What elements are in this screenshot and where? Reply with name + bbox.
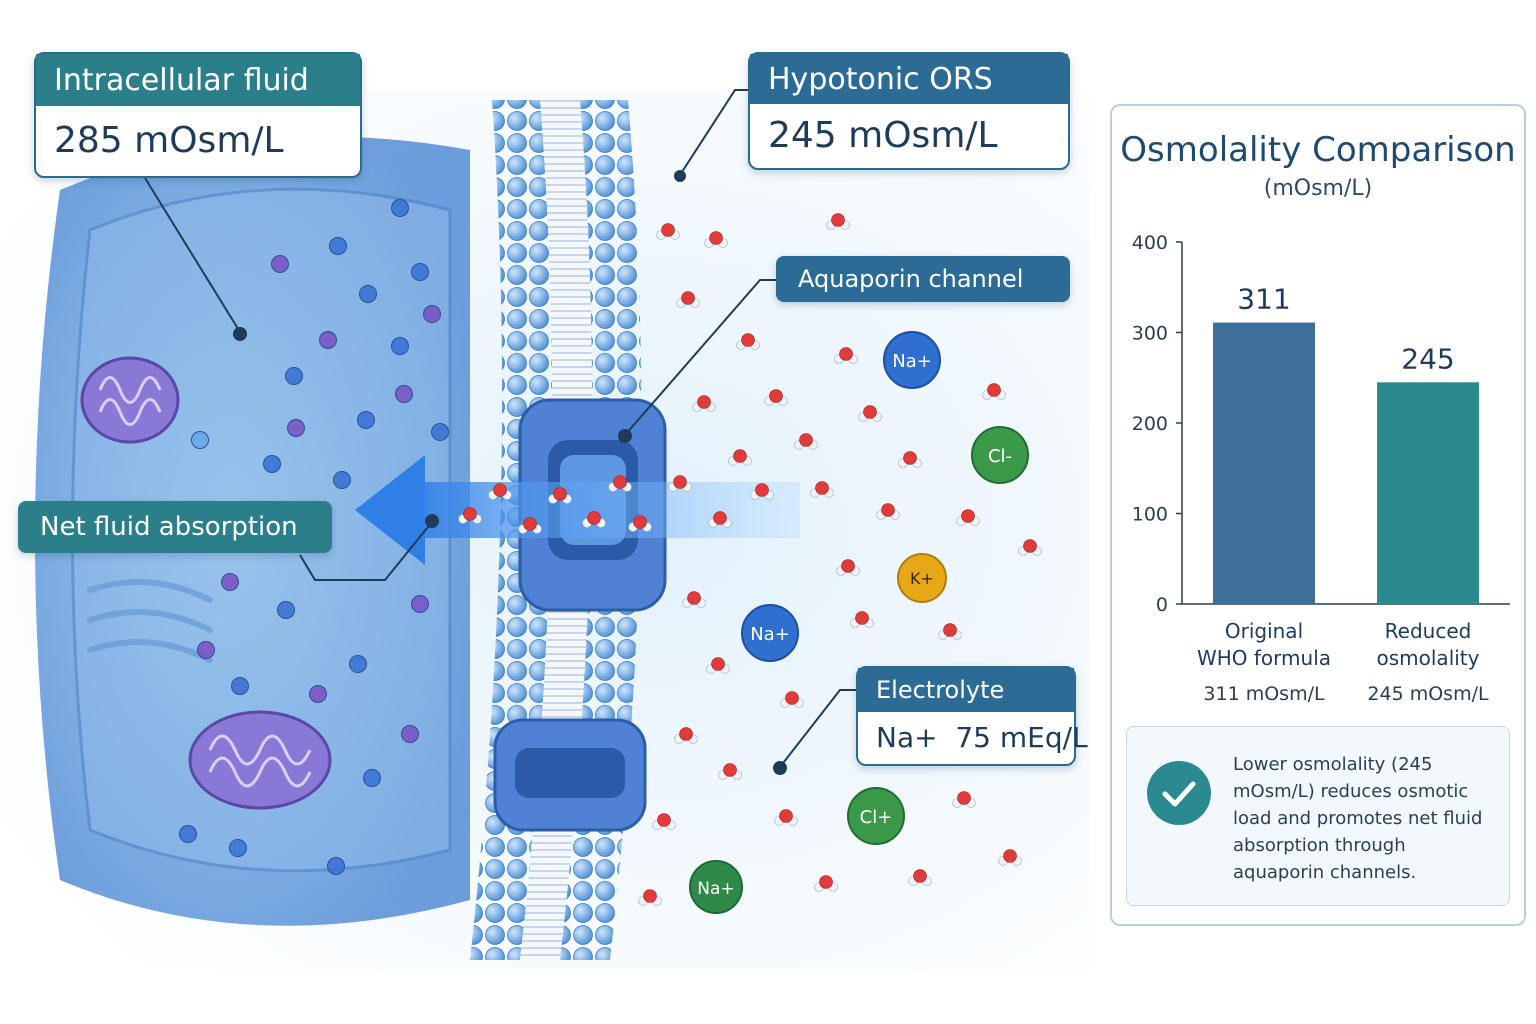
absorption-arrow	[355, 455, 800, 565]
ion-label: Na+	[750, 624, 790, 645]
ion-label: K+	[910, 569, 934, 588]
y-tick-label: 100	[1132, 504, 1168, 526]
ion-label: Na+	[892, 351, 932, 372]
endoplasmic-reticulum	[87, 579, 213, 663]
cell-membrane-illustration: Na+ Cl- K+ Na+ Cl+ Na+	[0, 89, 1090, 970]
ion-cl-2: Cl+	[847, 787, 905, 845]
ion-na-3: Na+	[689, 860, 743, 914]
check-icon	[1147, 761, 1211, 825]
ion-cl-1: Cl-	[971, 426, 1029, 484]
callout-value: 285 mOsm/L	[54, 119, 284, 161]
ion-na-1: Na+	[883, 331, 941, 389]
intracellular-fluid-callout: Intracellular fluid 285 mOsm/L	[34, 52, 362, 178]
hypotonic-ors-callout: Hypotonic ORS 245 mOsm/L	[748, 52, 1070, 170]
y-tick-label: 0	[1156, 594, 1168, 616]
summary-note-text: Lower osmolality (245 mOsm/L) reduces os…	[1233, 754, 1483, 883]
aquaporin-channel-label: Aquaporin channel	[776, 256, 1070, 302]
mitochondrion-upper	[80, 356, 180, 444]
y-tick-label: 300	[1132, 323, 1168, 345]
ion-label: Cl+	[860, 807, 893, 828]
bar-data-label: 245	[1401, 342, 1454, 375]
ion-label: Na+	[697, 879, 734, 899]
summary-note: Lower osmolality (245 mOsm/L) reduces os…	[1126, 726, 1510, 906]
category-note: 245 mOsm/L	[1367, 683, 1489, 705]
callout-value: Na+ 75 mEq/L	[876, 720, 1088, 754]
y-tick-label: 200	[1132, 413, 1168, 435]
aquaporin-channel-lower	[493, 718, 647, 832]
bar	[1213, 322, 1315, 604]
chart-title: Osmolality Comparison	[1120, 130, 1516, 170]
callout-label: Intracellular fluid	[36, 54, 360, 106]
callout-value: 245 mOsm/L	[768, 114, 998, 156]
category-label: Reduced	[1385, 619, 1472, 643]
category-note: 311 mOsm/L	[1203, 683, 1325, 705]
bar	[1377, 382, 1479, 604]
ion-na-2: Na+	[741, 604, 799, 662]
bar-data-label: 311	[1237, 283, 1290, 316]
electrolyte-callout: Electrolyte Na+ 75 mEq/L	[856, 666, 1088, 766]
leader-dots	[233, 170, 787, 775]
intracellular-solutes	[141, 199, 449, 875]
callout-label: Hypotonic ORS	[750, 54, 1068, 104]
category-label: osmolality	[1377, 646, 1480, 670]
callout-label: Electrolyte	[858, 668, 1074, 712]
ion-k-1: K+	[897, 553, 947, 603]
water-molecules	[458, 213, 1042, 906]
ion-label: Cl-	[988, 446, 1012, 467]
leader-lines	[144, 89, 856, 768]
osmolality-chart-panel: Osmolality Comparison (mOsm/L) 0 100 200 30…	[1110, 104, 1526, 926]
category-label: WHO formula	[1197, 646, 1331, 670]
net-fluid-absorption-label: Net fluid absorption	[18, 501, 332, 553]
chart-subtitle: (mOsm/L)	[1263, 176, 1373, 201]
mitochondrion-lower	[188, 710, 332, 810]
y-tick-label: 400	[1132, 232, 1168, 254]
category-label: Original	[1225, 619, 1303, 643]
